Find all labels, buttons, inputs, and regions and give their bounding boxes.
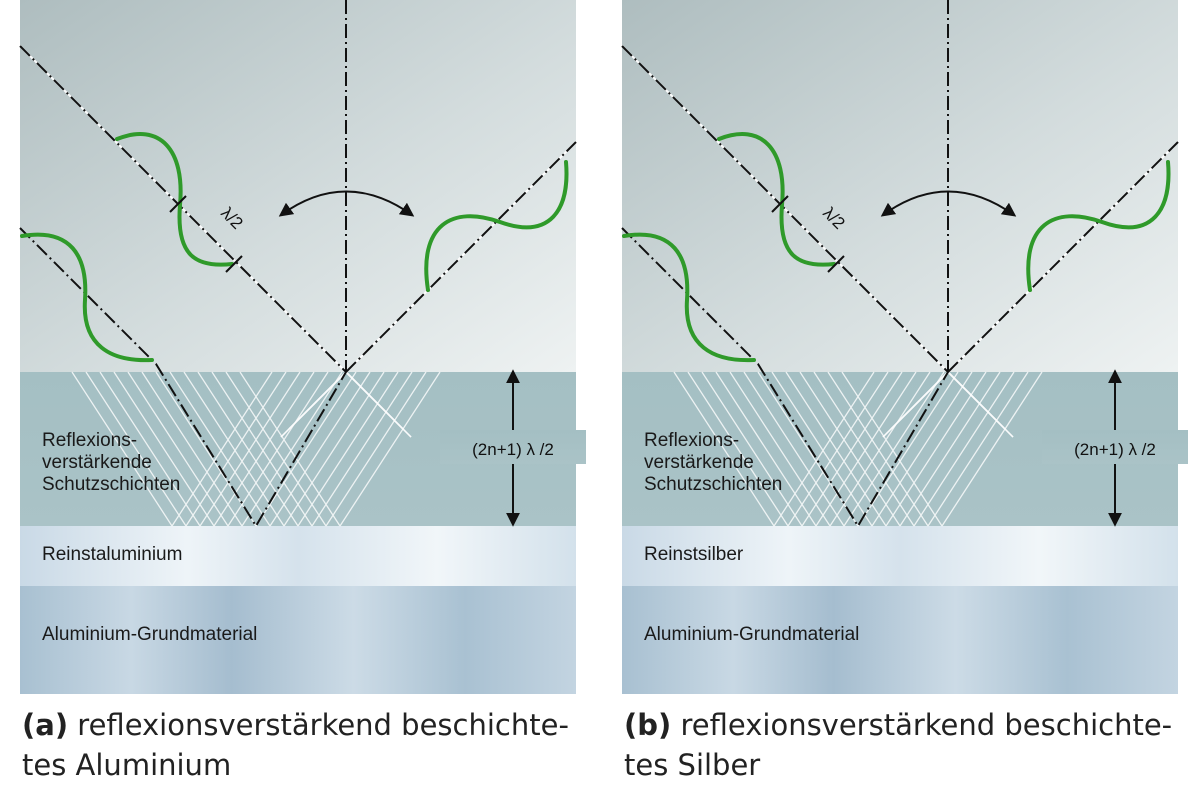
thickness-label-backing [440, 430, 586, 464]
pure-metal-layer-label: Reinstaluminium [42, 544, 182, 565]
reflected-ray [345, 141, 577, 373]
halfwave-tick-end [225, 255, 243, 273]
halfwave-tick-end [827, 255, 845, 273]
caption-b-letter: (b) [624, 708, 672, 742]
air-region [622, 0, 1178, 372]
thickness-label: (2n+1) λ /2 [1074, 440, 1156, 459]
incident-wave [717, 132, 836, 267]
thickness-label-backing [1042, 430, 1188, 464]
caption-b-line2: tes Silber [624, 748, 761, 782]
coating-beam-lines [71, 371, 441, 527]
caption-a: (a) reflexionsverstärkend beschichte- te… [22, 705, 569, 785]
thickness-label: (2n+1) λ /2 [472, 440, 554, 459]
pure-metal-layer [20, 526, 576, 586]
angle-double-arrow-icon [880, 190, 1017, 217]
air-region [20, 0, 576, 372]
reflected-wave [424, 160, 569, 292]
caption-a-letter: (a) [22, 708, 69, 742]
coating-beam-lines [673, 371, 1043, 527]
refracted-ray [19, 227, 347, 528]
reflected-ray [947, 141, 1179, 373]
incident-wave [115, 132, 234, 267]
pure-metal-layer [622, 526, 1178, 586]
refracted-wave [622, 232, 756, 363]
caption-a-line2: tes Aluminium [22, 748, 232, 782]
angle-double-arrow-icon [278, 190, 415, 217]
base-material-layer-label: Aluminium-Grundmaterial [644, 624, 859, 645]
refracted-wave [20, 232, 154, 363]
base-material-layer [622, 586, 1178, 694]
reflected-wave [1026, 160, 1171, 292]
incident-ray [621, 45, 949, 373]
caption-b-line1: reflexionsverstärkend beschichte- [680, 708, 1173, 742]
pure-metal-layer-label: Reinstsilber [644, 544, 744, 565]
caption-a-line1: reflexionsverstärkend beschichte- [77, 708, 569, 742]
base-material-layer [20, 586, 576, 694]
halfwave-tick-start [771, 195, 789, 213]
caption-b: (b) reflexionsverstärkend beschichte- te… [624, 705, 1172, 785]
refracted-ray [621, 227, 949, 528]
halfwave-tick-start [169, 195, 187, 213]
incident-ray [19, 45, 347, 373]
base-material-layer-label: Aluminium-Grundmaterial [42, 624, 257, 645]
